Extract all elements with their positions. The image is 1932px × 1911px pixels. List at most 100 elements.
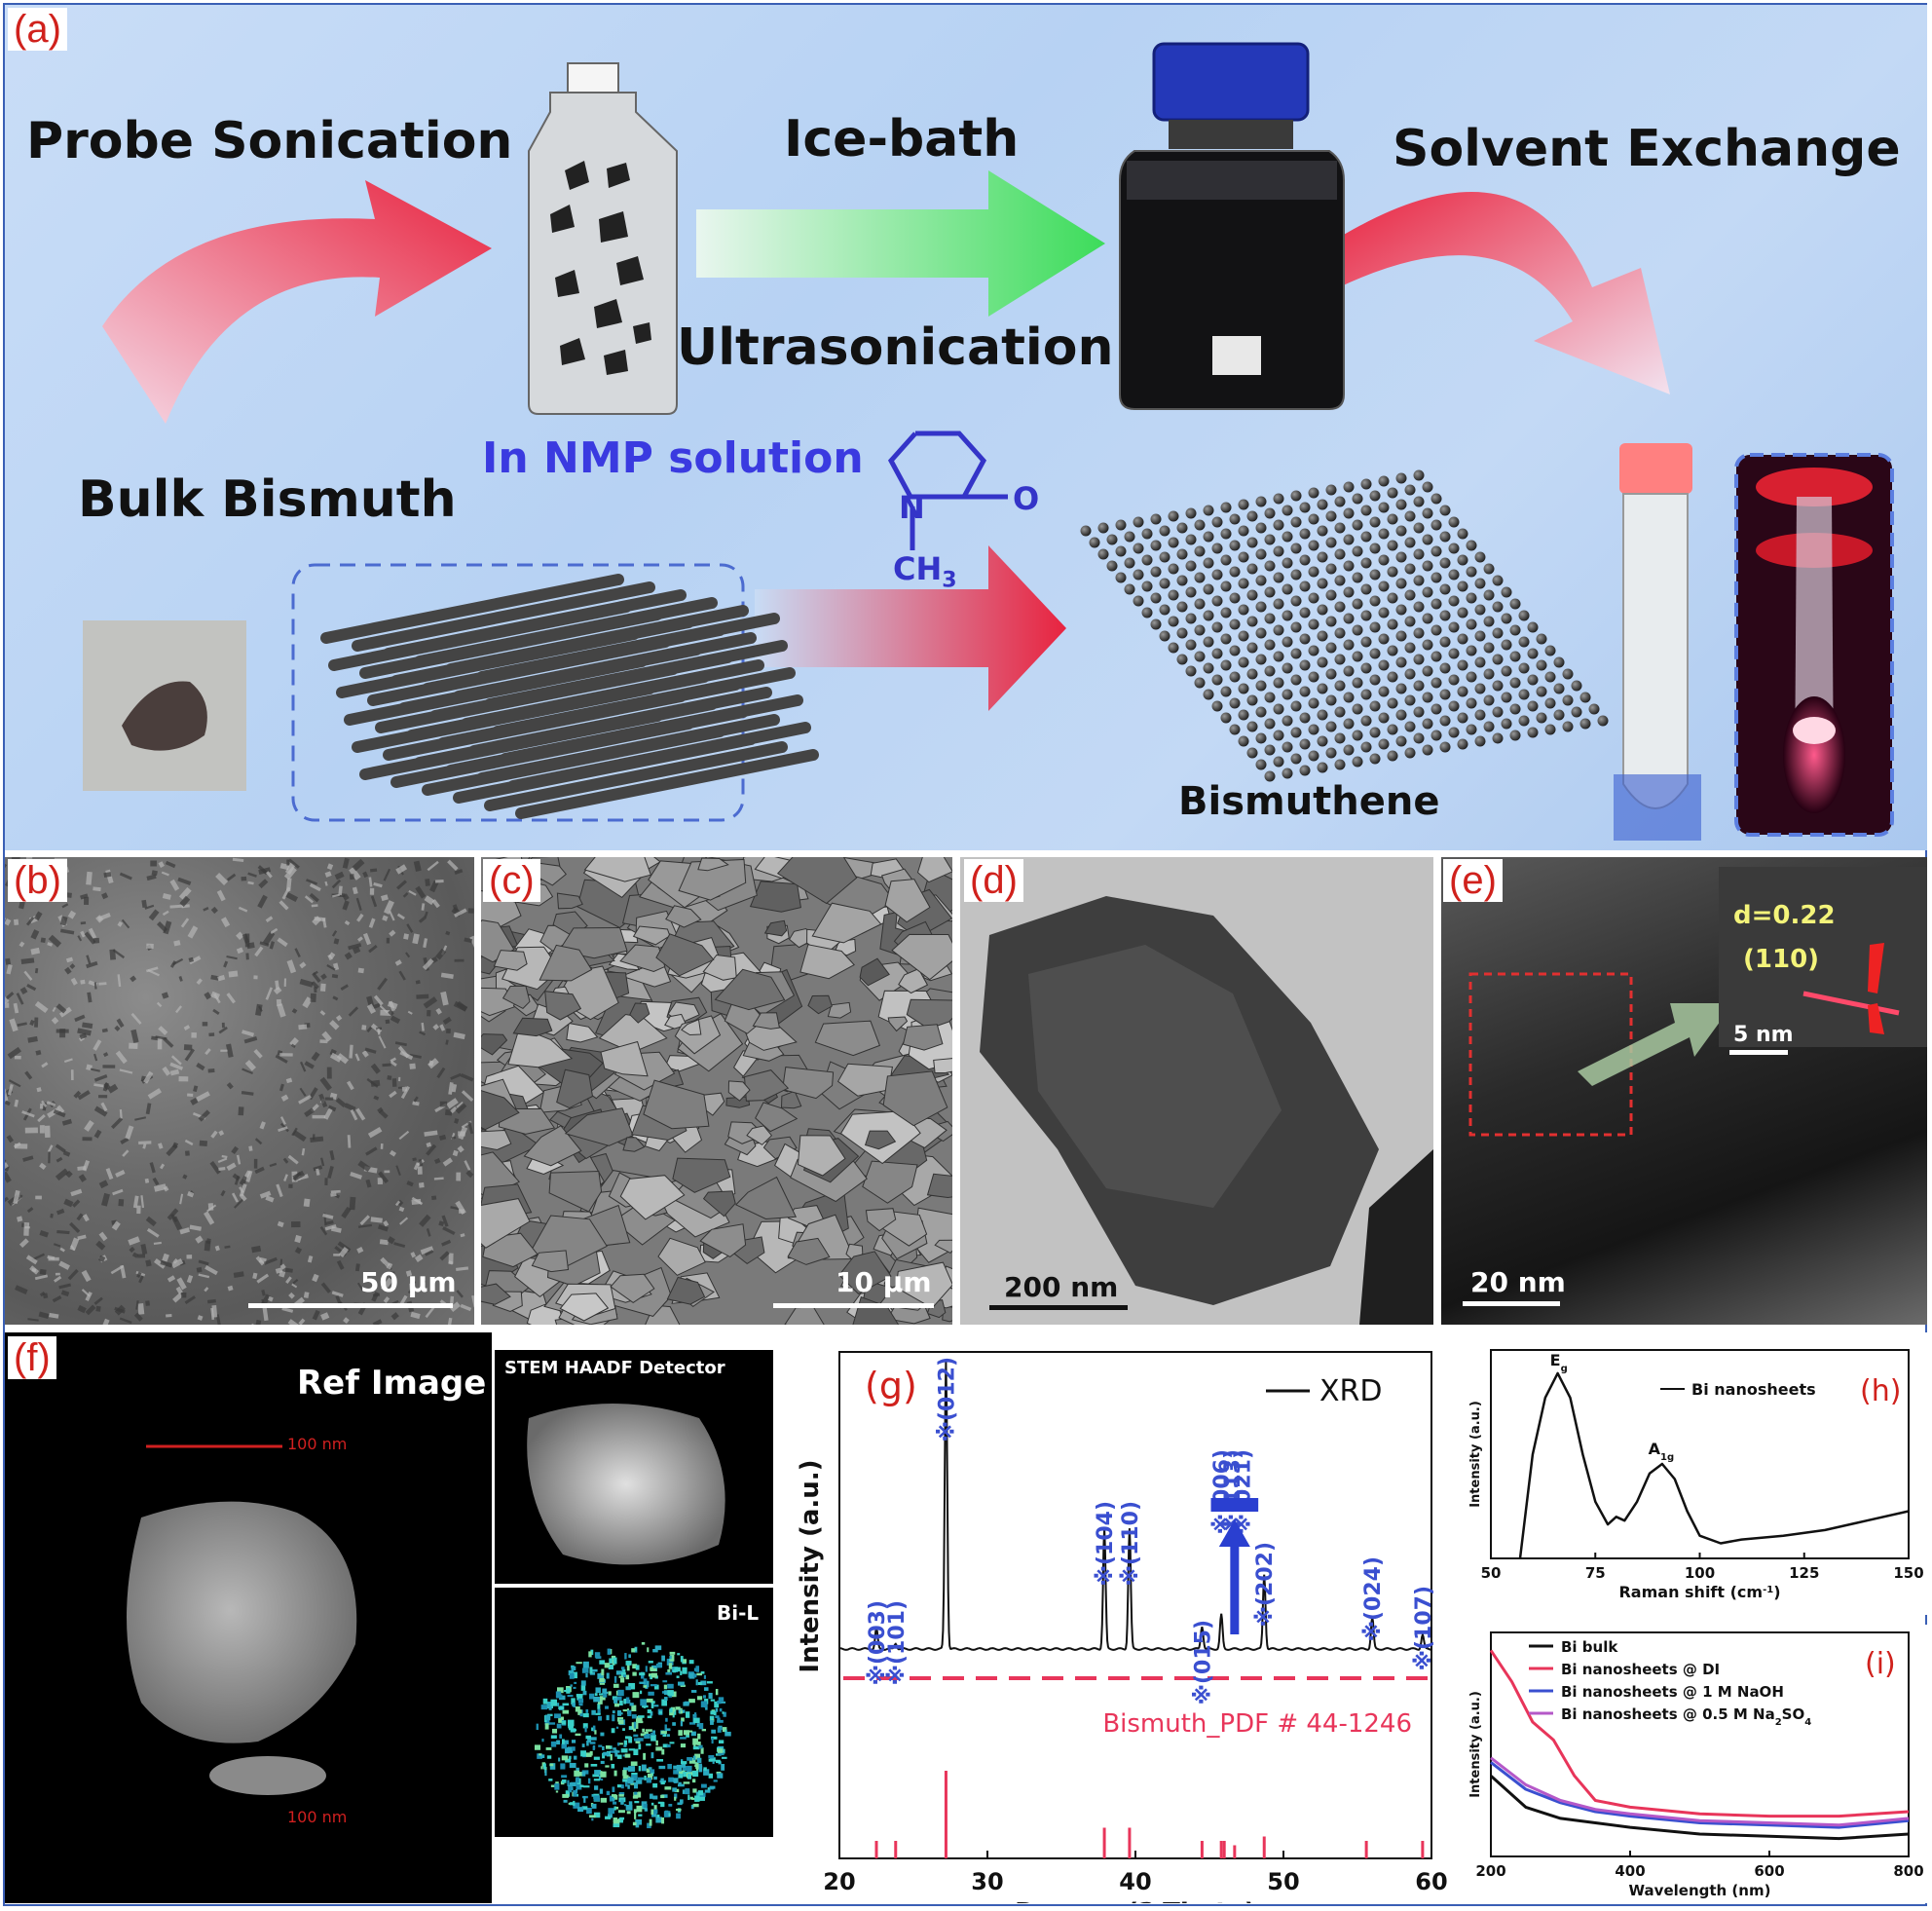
bi-pixel [715,1759,721,1762]
sem-grain [48,934,62,948]
bismuth-atom [1509,677,1521,689]
bi-pixel [666,1658,674,1666]
sem-flake [859,957,890,987]
bismuth-atom [1448,595,1460,607]
bi-pixel [662,1732,667,1738]
sem-grain [409,1063,416,1069]
bi-pixel [615,1806,619,1810]
bi-pixel [565,1758,572,1763]
molecule-o: O [1013,480,1040,517]
bismuth-atom [1325,642,1337,654]
bi-pixel [695,1791,699,1796]
bi-pixel [569,1782,576,1786]
sem-grain [63,1058,73,1064]
sem-grain [119,1317,132,1325]
bi-pixel [631,1648,636,1653]
bismuth-rod [453,733,757,804]
sem-flake [699,1223,747,1257]
bismuth-atom [1194,572,1206,583]
bi-pixel [633,1734,639,1738]
sem-grain [288,1292,295,1299]
sem-grain [226,956,238,960]
bismuth-atom [1413,548,1425,560]
bi-pixel [577,1807,584,1813]
bi-pixel [700,1783,707,1788]
sem-grain [368,877,373,887]
sem-grain [165,860,176,869]
sem-grain [424,895,435,906]
bismuth-atom [1176,575,1188,586]
bi-pixel [561,1743,567,1749]
bismuth-atom [1457,659,1468,671]
sem-grain [257,894,268,909]
sem-grain [380,1009,392,1017]
sem-grain [335,1015,343,1022]
sem-grain [398,1130,410,1141]
bi-pixel [599,1660,606,1665]
sem-grain [413,860,422,872]
bismuth-atom [1264,507,1276,519]
bi-pixel [650,1752,654,1759]
sem-grain [41,1062,49,1068]
bismuth-atom [1176,627,1188,639]
sem-grain [390,1015,401,1025]
bi-pixel [573,1686,576,1689]
bismuth-atom [1290,621,1302,633]
bi-pixel [708,1773,714,1779]
bi-pixel [648,1767,652,1770]
bi-pixel [617,1709,622,1716]
sem-grain [69,1221,81,1234]
bi-pixel [633,1748,639,1756]
bi-pixel [617,1689,624,1697]
sem-grain [453,1031,465,1040]
sem-grain [5,863,8,871]
sem-grain [93,886,101,892]
bi-pixel [709,1715,715,1721]
bi-pixel [622,1708,627,1712]
bi-pixel [598,1744,603,1747]
sem-grain [450,1206,461,1211]
sem-flake [481,1090,520,1131]
bismuth-atom [1448,543,1460,554]
sem-grain [325,1219,334,1225]
sem-grain [460,1233,465,1238]
sem-grain [17,1216,23,1222]
scale-f-text: 100 nm [287,1808,347,1826]
sem-grain [399,1217,409,1225]
sem-flake [734,1176,798,1220]
sem-flake [811,902,882,944]
bismuth-atom [1299,712,1311,724]
sem-grain [386,937,390,944]
bi-pixel [576,1783,582,1790]
sem-grain [199,1140,208,1147]
sem-grain [93,1083,104,1088]
bismuth-atom [1352,493,1363,505]
bismuth-atom [1527,700,1539,712]
bismuth-atom [1317,630,1328,642]
xrd-hkl-label: ※(024) [1361,1556,1386,1641]
xrd-series [839,1362,1432,1651]
bismuth-atom [1282,689,1293,700]
bi-pixel [621,1668,626,1672]
bi-pixel [542,1698,548,1705]
bi-pixel [625,1661,632,1666]
bismuth-atom [1299,633,1311,645]
sem-grain [238,1106,244,1116]
bismuth-rod [359,609,663,679]
bismuth-atom [1509,703,1521,715]
panel-f-ref: Ref Image 100 nm [5,1332,492,1903]
bi-pixel [562,1709,570,1714]
sem-grain [189,1224,202,1231]
bi-pixel [594,1652,601,1658]
sem-grain [420,1246,434,1255]
sem-grain [389,911,395,921]
sem-grain [184,1295,196,1305]
sem-flake [746,1125,773,1145]
bismuth-atom [1080,525,1092,537]
sem-grain [413,1096,419,1103]
sem-grain [275,1054,288,1064]
bi-pixel [607,1648,612,1655]
bi-pixel [650,1793,653,1799]
bismuth-atom [1211,543,1223,554]
